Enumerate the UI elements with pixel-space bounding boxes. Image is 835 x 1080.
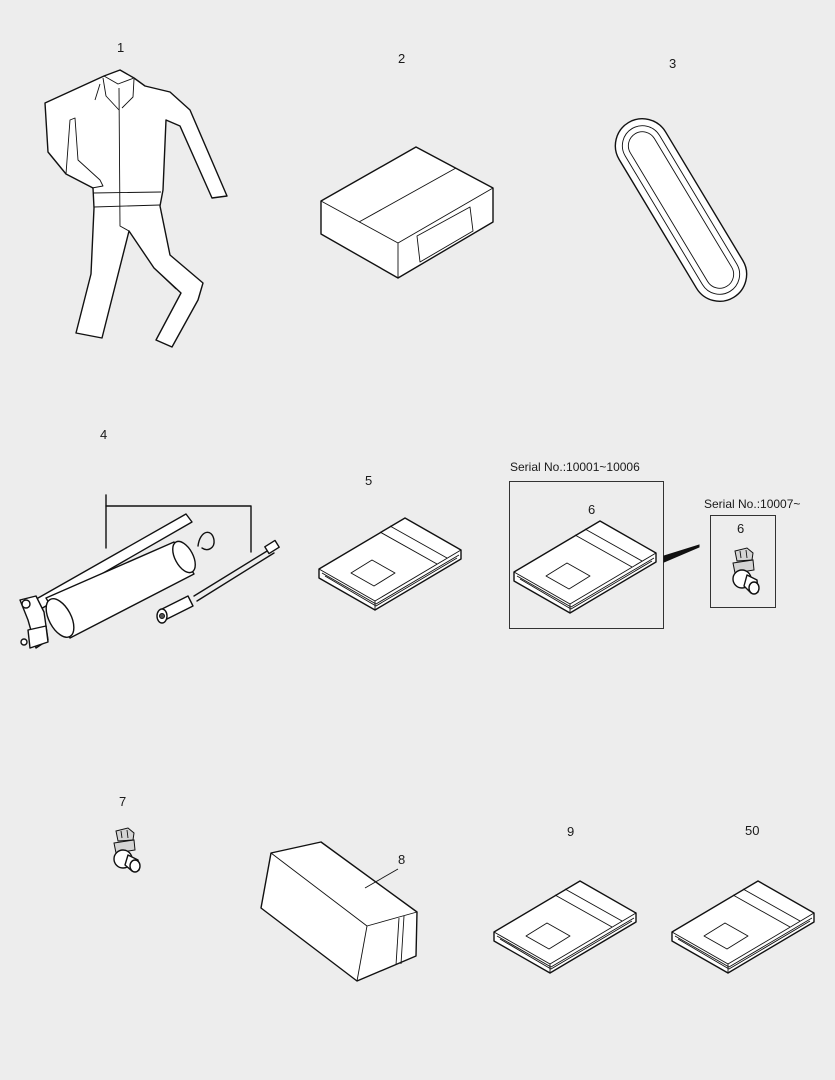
- callout-4: 4: [100, 427, 108, 442]
- callout-1: 1: [117, 40, 125, 55]
- grease-gun-icon: [19, 494, 280, 649]
- box-icon: [260, 841, 418, 982]
- callout-5: 5: [365, 473, 373, 488]
- manual-icon: [318, 517, 462, 611]
- callout-50: 50: [745, 823, 760, 838]
- callout-9: 9: [567, 824, 575, 839]
- manual-icon: [671, 880, 815, 974]
- grease-nipple-icon: [113, 827, 141, 873]
- callout-2: 2: [398, 51, 406, 66]
- belt-icon: [614, 118, 748, 302]
- callout-7: 7: [119, 794, 127, 809]
- manual-icon: [509, 481, 664, 629]
- manual-icon: [493, 880, 637, 974]
- callout-6b: 6: [737, 521, 745, 536]
- callout-3: 3: [669, 56, 677, 71]
- grease-nipple-icon: [710, 515, 776, 608]
- arrow-icon: [663, 544, 700, 563]
- serial-note-old: Serial No.:10001~10006: [510, 460, 640, 474]
- callout-8: 8: [398, 852, 406, 867]
- coverall-icon: [44, 69, 228, 348]
- box-icon: [320, 146, 494, 279]
- serial-note-new: Serial No.:10007~: [704, 497, 801, 511]
- callout-6a: 6: [588, 502, 596, 517]
